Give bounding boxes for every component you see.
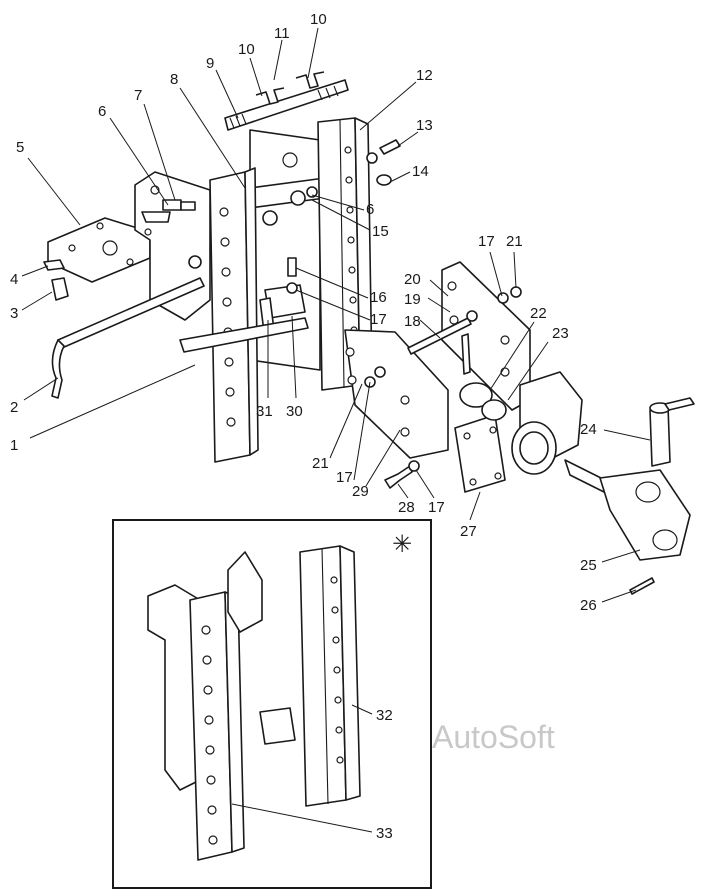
callout-11: 11 [274, 25, 290, 42]
rod [51, 277, 205, 399]
callout-19: 19 [404, 291, 421, 308]
callout-29: 29 [352, 483, 369, 500]
callout-6-right: 6 [366, 201, 374, 218]
callout-25: 25 [580, 557, 597, 574]
bolt [162, 199, 196, 211]
callout-10-left: 10 [238, 41, 255, 58]
callout-17-bottom: 17 [428, 499, 445, 516]
callout-17-center: 17 [370, 311, 387, 328]
callout-12: 12 [416, 67, 433, 84]
link-bar [179, 317, 309, 353]
callout-20: 20 [404, 271, 421, 288]
callout-8: 8 [170, 71, 178, 88]
callout-2: 2 [10, 399, 18, 416]
rear-plate [441, 261, 531, 411]
callout-32: 32 [376, 707, 393, 724]
callout-21-left: 21 [312, 455, 329, 472]
small-bolt [43, 259, 69, 301]
cotter-pin [629, 577, 655, 595]
watermark: AutoSoft [432, 719, 555, 755]
side-plate [344, 329, 449, 459]
callout-31: 31 [256, 403, 273, 420]
callout-14: 14 [412, 163, 429, 180]
leader-lines [21, 27, 651, 603]
callout-7: 7 [134, 87, 142, 104]
callout-18: 18 [404, 313, 421, 330]
inset-marker: ✳ [392, 530, 412, 558]
callout-24: 24 [580, 421, 597, 438]
callout-3: 3 [10, 305, 18, 322]
callout-1: 1 [10, 437, 18, 454]
callout-5: 5 [16, 139, 24, 156]
nut-pair [497, 286, 522, 304]
callout-30: 30 [286, 403, 303, 420]
clip [255, 71, 325, 105]
long-bolt [407, 310, 478, 375]
callout-17-top: 17 [478, 233, 495, 250]
callout-17-left: 17 [336, 469, 353, 486]
threaded-rod [224, 79, 349, 131]
bolt-small [366, 139, 401, 186]
callout-27: 27 [460, 523, 477, 540]
callout-13: 13 [416, 117, 433, 134]
inset-panel: 32 33 ✳ [112, 519, 432, 889]
callout-28: 28 [398, 499, 415, 516]
nut [188, 186, 318, 269]
callout-15: 15 [372, 223, 389, 240]
left-vertical-bar [209, 167, 259, 463]
callout-9: 9 [206, 55, 214, 72]
hitch-housing [454, 371, 583, 493]
callout-6-left: 6 [98, 103, 106, 120]
callout-4: 4 [10, 271, 18, 288]
callout-16: 16 [370, 289, 387, 306]
callout-22: 22 [530, 305, 547, 322]
callout-21-top: 21 [506, 233, 523, 250]
pin [649, 397, 695, 467]
drawbar [564, 459, 691, 561]
bolt-28 [384, 460, 420, 489]
callout-23: 23 [552, 325, 569, 342]
callout-labels: 1 2 3 4 5 6 7 8 9 10 11 10 12 13 14 6 15… [10, 11, 597, 614]
callout-33: 33 [376, 825, 393, 842]
callout-26: 26 [580, 597, 597, 614]
callout-10-right: 10 [310, 11, 327, 28]
